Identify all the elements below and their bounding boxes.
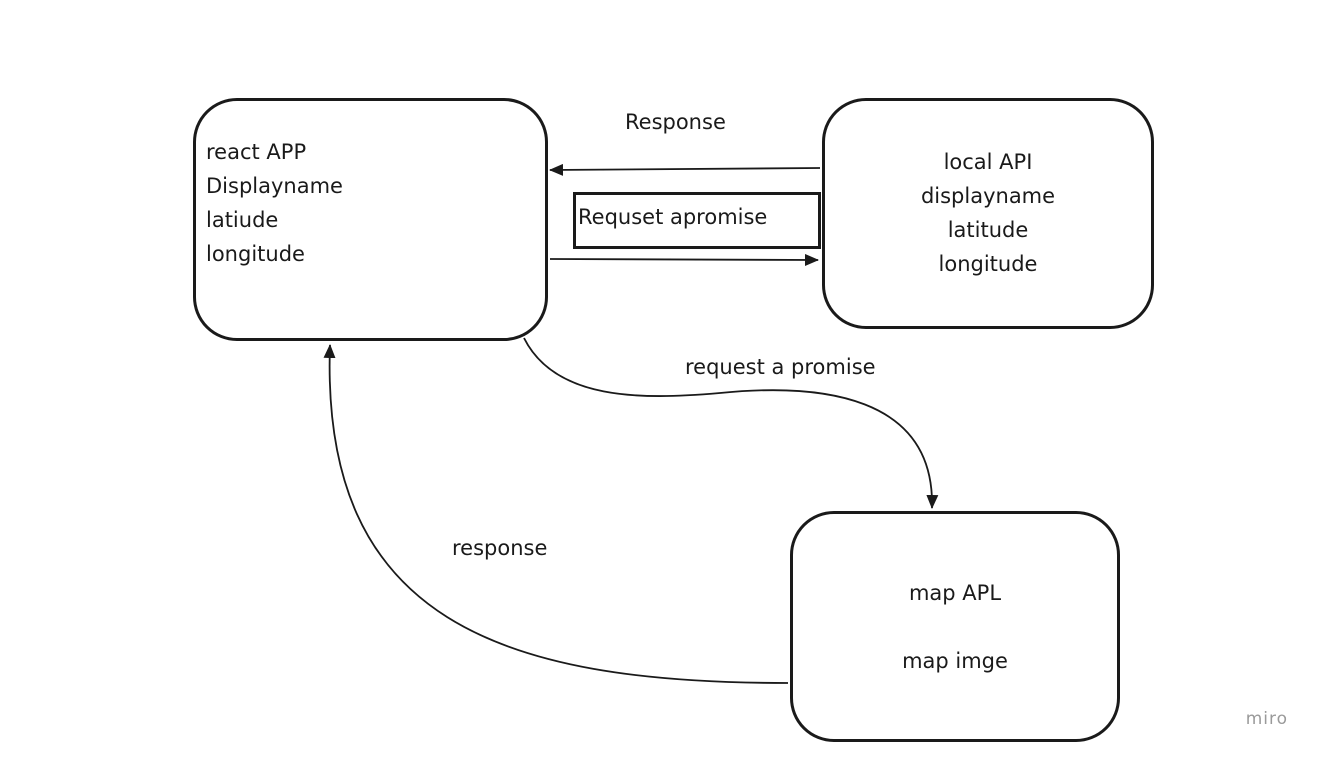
edge-label-request-promise: request a promise xyxy=(685,355,876,379)
edge-label-response-bottom: response xyxy=(452,536,548,560)
edge-request-local xyxy=(549,253,819,266)
local-api-line: longitude xyxy=(938,252,1038,276)
edge-response-top xyxy=(549,163,821,176)
edge-label-response-top: Response xyxy=(625,110,726,134)
react-app-lines: react APP Displayname latiude longitude xyxy=(206,135,343,271)
react-app-node[interactable]: react APP Displayname latiude longitude xyxy=(193,98,548,341)
react-app-line: react APP xyxy=(206,140,307,164)
local-api-node[interactable]: local API displayname latitude longitude xyxy=(822,98,1154,329)
map-api-lines: map APL map imge xyxy=(793,576,1117,678)
react-app-line: longitude xyxy=(206,242,305,266)
local-api-line: displayname xyxy=(920,184,1056,208)
react-app-line: latiude xyxy=(206,208,279,232)
map-api-spacer xyxy=(793,610,1117,644)
react-app-line: Displayname xyxy=(206,174,343,198)
map-api-line: map APL xyxy=(908,581,1002,605)
edge-response-bottom xyxy=(323,344,789,684)
local-api-lines: local API displayname latitude longitude xyxy=(825,145,1151,281)
map-api-node[interactable]: map APL map imge xyxy=(790,511,1120,742)
edge-request-promise xyxy=(523,337,939,509)
map-api-line: map imge xyxy=(902,649,1008,673)
local-api-line: latitude xyxy=(947,218,1029,242)
edge-label-request-box[interactable]: Requset apromise xyxy=(573,192,821,249)
local-api-line: local API xyxy=(943,150,1033,174)
miro-watermark: miro xyxy=(1245,709,1288,729)
